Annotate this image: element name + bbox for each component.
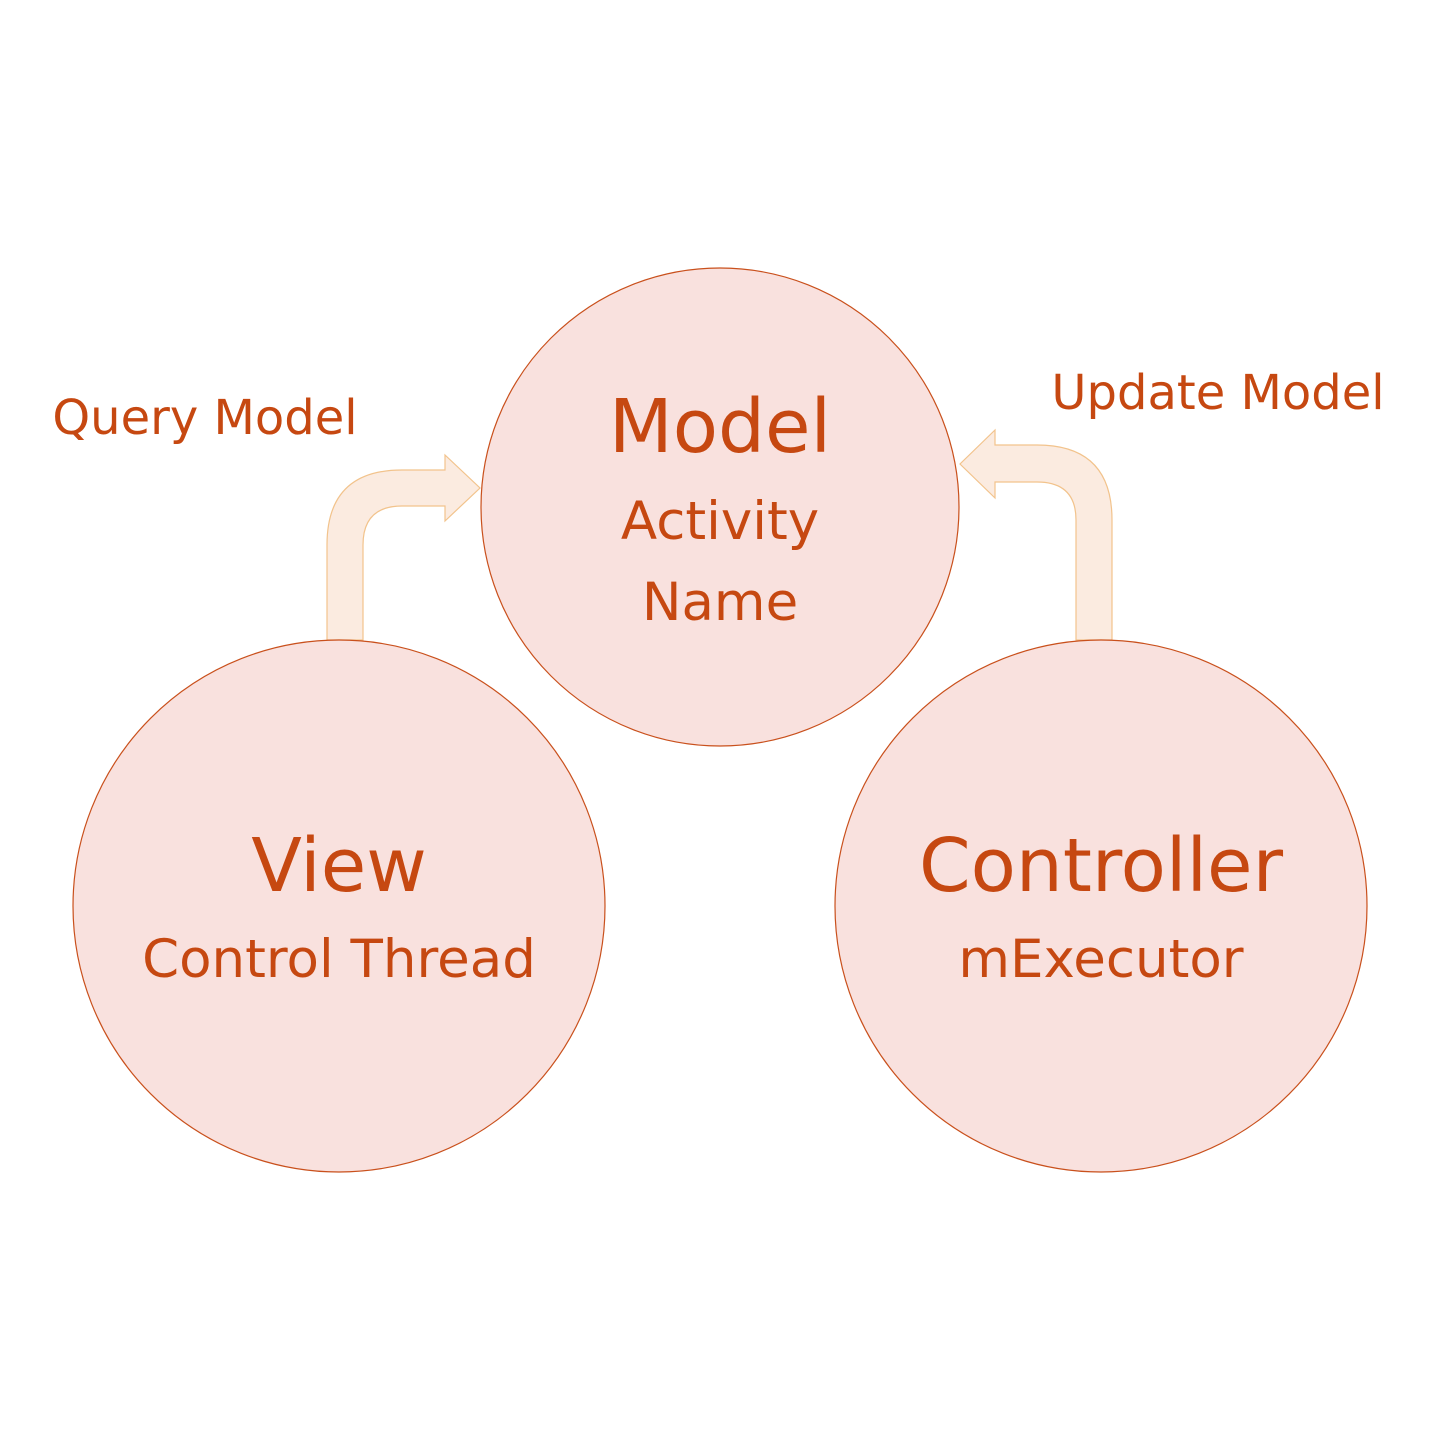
- model-node: Model Activity Name: [480, 267, 960, 747]
- view-node: View Control Thread: [72, 639, 606, 1173]
- controller-title: Controller: [919, 823, 1284, 909]
- view-circle: [72, 639, 606, 1173]
- view-subtitle: Control Thread: [142, 929, 536, 990]
- controller-circle: [834, 639, 1368, 1173]
- update-model-label: Update Model: [1051, 365, 1384, 421]
- model-title: Model: [609, 384, 831, 470]
- controller-subtitle: mExecutor: [958, 929, 1243, 990]
- model-subtitle-line1: Activity: [621, 491, 819, 552]
- query-model-label: Query Model: [52, 390, 357, 446]
- update-model-arrow: [959, 428, 1113, 641]
- controller-node: Controller mExecutor: [834, 639, 1368, 1173]
- view-title: View: [251, 823, 427, 909]
- model-subtitle-line2: Name: [642, 572, 798, 633]
- query-model-arrow: [326, 453, 481, 641]
- model-circle: [480, 267, 960, 747]
